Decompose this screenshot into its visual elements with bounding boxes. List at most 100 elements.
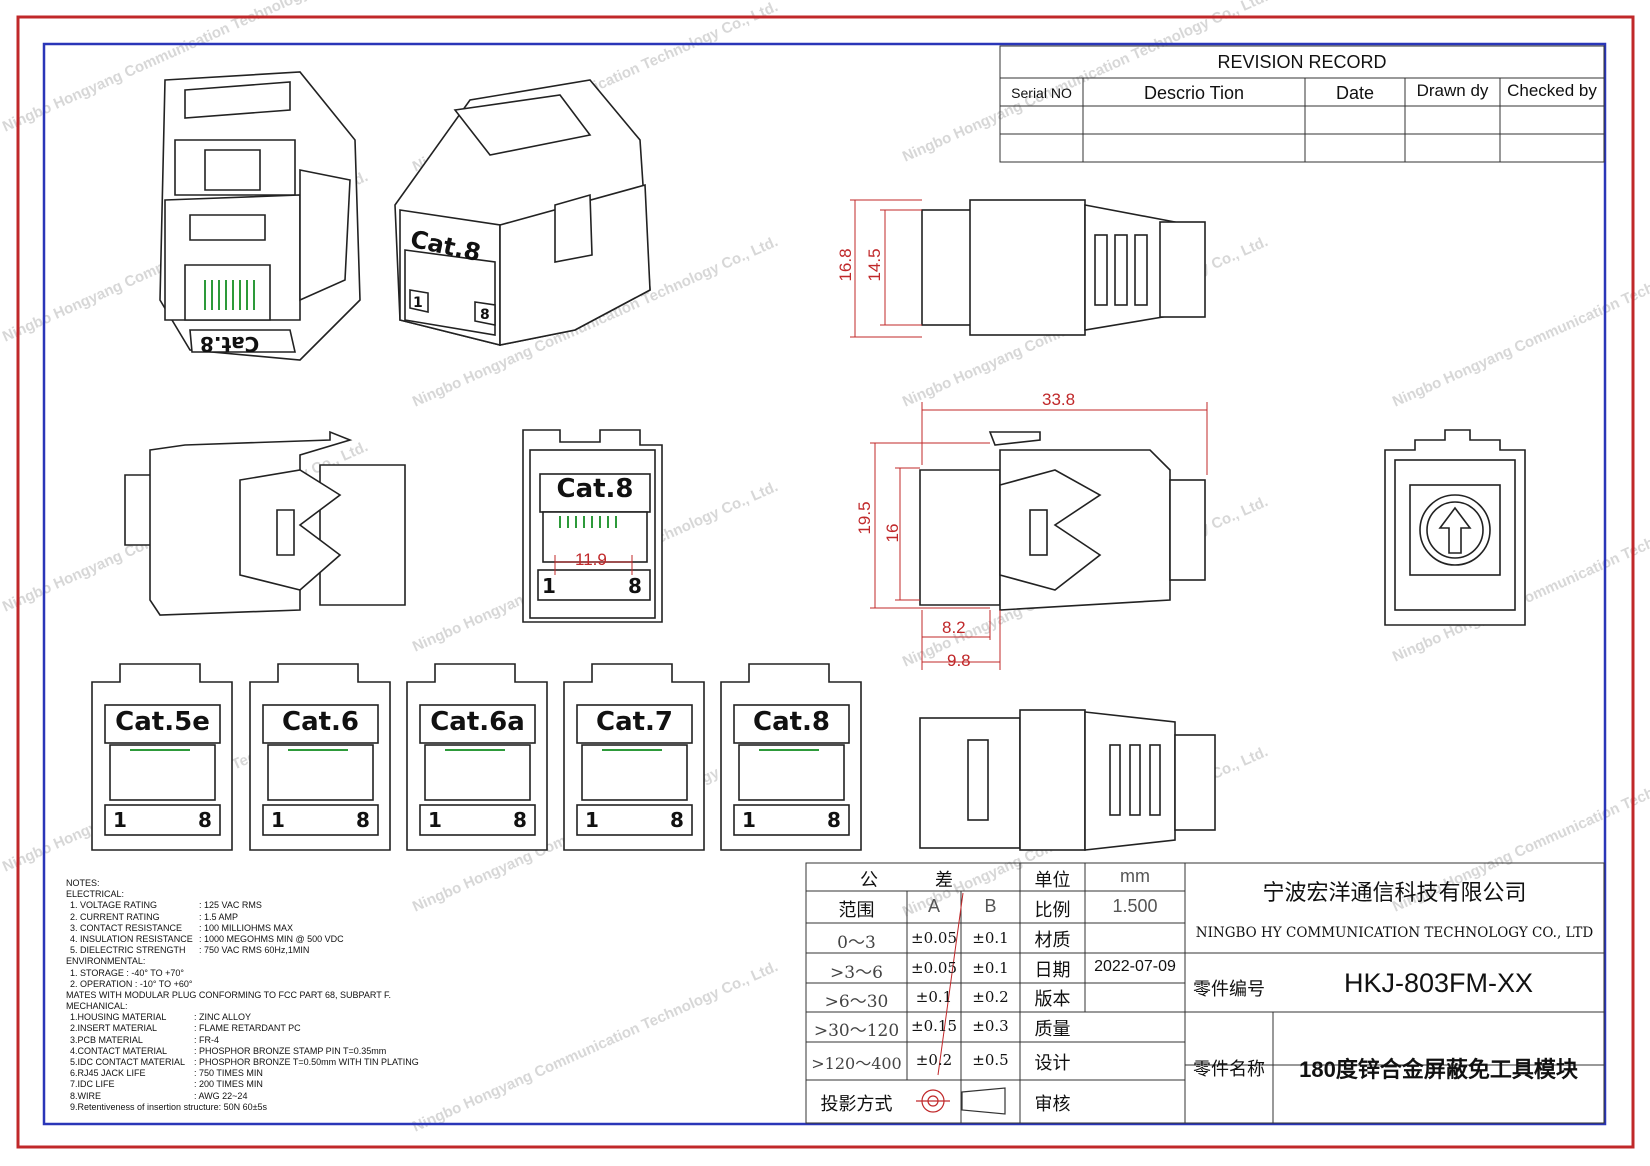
note-key: 3. CONTACT RESISTANCE bbox=[70, 922, 183, 933]
company-name-en: NINGBO HY COMMUNICATION TECHNOLOGY CO., … bbox=[1195, 925, 1594, 941]
pin-label-8: 8 bbox=[628, 574, 642, 598]
pin-label-8: 8 bbox=[198, 808, 212, 832]
part-number-label: 零件编号 bbox=[1193, 979, 1265, 999]
revision-header-drawn: Drawn dy bbox=[1416, 81, 1489, 100]
pin-label-1: 1 bbox=[742, 808, 756, 832]
pin-label-1: 1 bbox=[428, 808, 442, 832]
note-key: 2. OPERATION : -10° TO +60° bbox=[70, 978, 193, 989]
pin-label-8: 8 bbox=[670, 808, 684, 832]
tolerance-range: 0～3 bbox=[837, 933, 876, 953]
note-key: 4.CONTACT MATERIAL bbox=[70, 1045, 168, 1056]
dimension-16: 16 bbox=[883, 523, 902, 543]
unit-value: mm bbox=[1120, 866, 1150, 886]
tolerance-b: ±0.1 bbox=[972, 959, 1009, 977]
note-value: : PHOSPHOR BRONZE T=0.50mm WITH TIN PLAT… bbox=[194, 1057, 419, 1067]
tolerance-a: ±0.05 bbox=[911, 929, 957, 947]
jack-label-cat6a: Cat.6a bbox=[430, 707, 525, 737]
jack-label-cat5e: Cat.5e bbox=[115, 707, 210, 737]
tolerance-range: >30～120 bbox=[813, 1021, 900, 1041]
tolerance-header-2: 差 bbox=[935, 870, 953, 890]
tolerance-a: ±0.05 bbox=[911, 959, 957, 977]
tolerance-b: ±0.2 bbox=[972, 988, 1009, 1006]
note-key: 6.RJ45 JACK LIFE bbox=[70, 1068, 146, 1079]
part-number: HKJ-803FM-XX bbox=[1343, 968, 1534, 998]
scale-label: 比例 bbox=[1034, 900, 1071, 920]
dimension-8-2: 8.2 bbox=[942, 618, 966, 637]
tolerance-a: ±0.2 bbox=[915, 1051, 953, 1069]
revision-header-serial: Serial NO bbox=[1011, 85, 1072, 101]
tolerance-a: ±0.15 bbox=[911, 1017, 957, 1035]
scale-value: 1.500 bbox=[1112, 896, 1158, 916]
note-value: : FR-4 bbox=[194, 1034, 220, 1045]
note-key: ELECTRICAL: bbox=[66, 889, 125, 900]
note-key: 8.WIRE bbox=[70, 1090, 102, 1101]
jack-label-cat8: Cat.8 bbox=[752, 707, 831, 737]
version-label: 版本 bbox=[1034, 989, 1071, 1009]
revision-title: REVISION RECORD bbox=[1217, 52, 1387, 72]
note-key: 5.IDC CONTACT MATERIAL bbox=[70, 1057, 186, 1067]
note-key: 4. INSULATION RESISTANCE bbox=[70, 933, 193, 944]
column-b-header: B bbox=[984, 896, 997, 916]
dimension-14-5: 14.5 bbox=[865, 248, 884, 282]
note-value: : 125 VAC RMS bbox=[199, 900, 262, 911]
note-key: 3.PCB MATERIAL bbox=[70, 1034, 143, 1045]
note-value: : AWG 22~24 bbox=[194, 1090, 248, 1101]
tolerance-b: ±0.3 bbox=[972, 1017, 1009, 1035]
pin-label-1: 1 bbox=[413, 295, 423, 311]
note-key: 1. STORAGE : -40° TO +70° bbox=[70, 967, 184, 978]
revision-header-checked: Checked by bbox=[1507, 81, 1597, 100]
pin-label-8: 8 bbox=[827, 808, 841, 832]
projection-label: 投影方式 bbox=[820, 1094, 893, 1114]
note-key: 1.HOUSING MATERIAL bbox=[70, 1012, 167, 1023]
note-key: MATES WITH MODULAR PLUG CONFORMING TO FC… bbox=[66, 989, 392, 1000]
pin-label-8: 8 bbox=[513, 808, 527, 832]
note-key: 7.IDC LIFE bbox=[70, 1079, 115, 1090]
notes-block: NOTES: ELECTRICAL: 1. VOLTAGE RATING : 12… bbox=[66, 878, 419, 1113]
note-value: : 100 MILLIOHMS MAX bbox=[199, 922, 294, 933]
pin-label-1: 1 bbox=[113, 808, 127, 832]
quality-label: 质量 bbox=[1034, 1019, 1071, 1039]
company-name-cn: 宁波宏洋通信科技有限公司 bbox=[1262, 880, 1527, 905]
note-value: : 750 TIMES MIN bbox=[194, 1068, 263, 1079]
note-key: 1. VOLTAGE RATING bbox=[70, 900, 158, 911]
part-name-label: 零件名称 bbox=[1193, 1059, 1265, 1079]
note-key: 2.INSERT MATERIAL bbox=[70, 1023, 158, 1034]
date-label: 日期 bbox=[1034, 960, 1071, 980]
pin-label-1: 1 bbox=[585, 808, 599, 832]
dimension-33-8: 33.8 bbox=[1042, 390, 1076, 409]
dimension-19-5: 19.5 bbox=[855, 501, 874, 535]
tolerance-range: >3～6 bbox=[830, 963, 883, 983]
jack-label-cat7: Cat.7 bbox=[595, 707, 674, 737]
column-a-header: A bbox=[927, 896, 940, 916]
note-key: 9.Retentiveness of insertion structure: … bbox=[70, 1101, 268, 1112]
tolerance-a: ±0.1 bbox=[915, 988, 953, 1006]
pin-label-1: 1 bbox=[542, 574, 556, 598]
jack-outline bbox=[91, 663, 233, 851]
pin-label-8: 8 bbox=[480, 307, 490, 323]
tolerance-range: >120～400 bbox=[811, 1054, 902, 1073]
note-value: : 1000 MEGOHMS MIN @ 500 VDC bbox=[199, 933, 344, 944]
part-name: 180度锌合金屏蔽免工具模块 bbox=[1299, 1057, 1578, 1082]
note-key: ENVIRONMENTAL: bbox=[66, 956, 146, 967]
dimension-9-8: 9.8 bbox=[947, 651, 971, 670]
revision-header-description: Descrio Tion bbox=[1143, 83, 1245, 103]
revision-header-date: Date bbox=[1335, 83, 1375, 103]
dimension-11-9: 11.9 bbox=[575, 550, 607, 569]
date-value: 2022-07-09 bbox=[1094, 958, 1176, 975]
jack-label-cat6: Cat.6 bbox=[281, 707, 360, 737]
front-jack-label: Cat.8 bbox=[556, 474, 634, 504]
note-value: : PHOSPHOR BRONZE STAMP PIN T=0.35mm bbox=[194, 1045, 387, 1056]
note-key: 5. DIELECTRIC STRENGTH bbox=[70, 945, 186, 956]
notes-title: NOTES: bbox=[66, 878, 100, 888]
note-value: : 200 TIMES MIN bbox=[194, 1079, 263, 1090]
tolerance-range: >6～30 bbox=[824, 992, 889, 1012]
tolerance-header-1: 公 bbox=[860, 870, 878, 890]
note-value: : FLAME RETARDANT PC bbox=[194, 1023, 301, 1034]
design-label: 设计 bbox=[1034, 1053, 1071, 1073]
note-key: 2. CURRENT RATING bbox=[70, 911, 160, 922]
unit-label: 单位 bbox=[1034, 870, 1071, 890]
pin-label-1: 1 bbox=[271, 808, 285, 832]
note-key: MECHANICAL: bbox=[66, 1001, 128, 1012]
